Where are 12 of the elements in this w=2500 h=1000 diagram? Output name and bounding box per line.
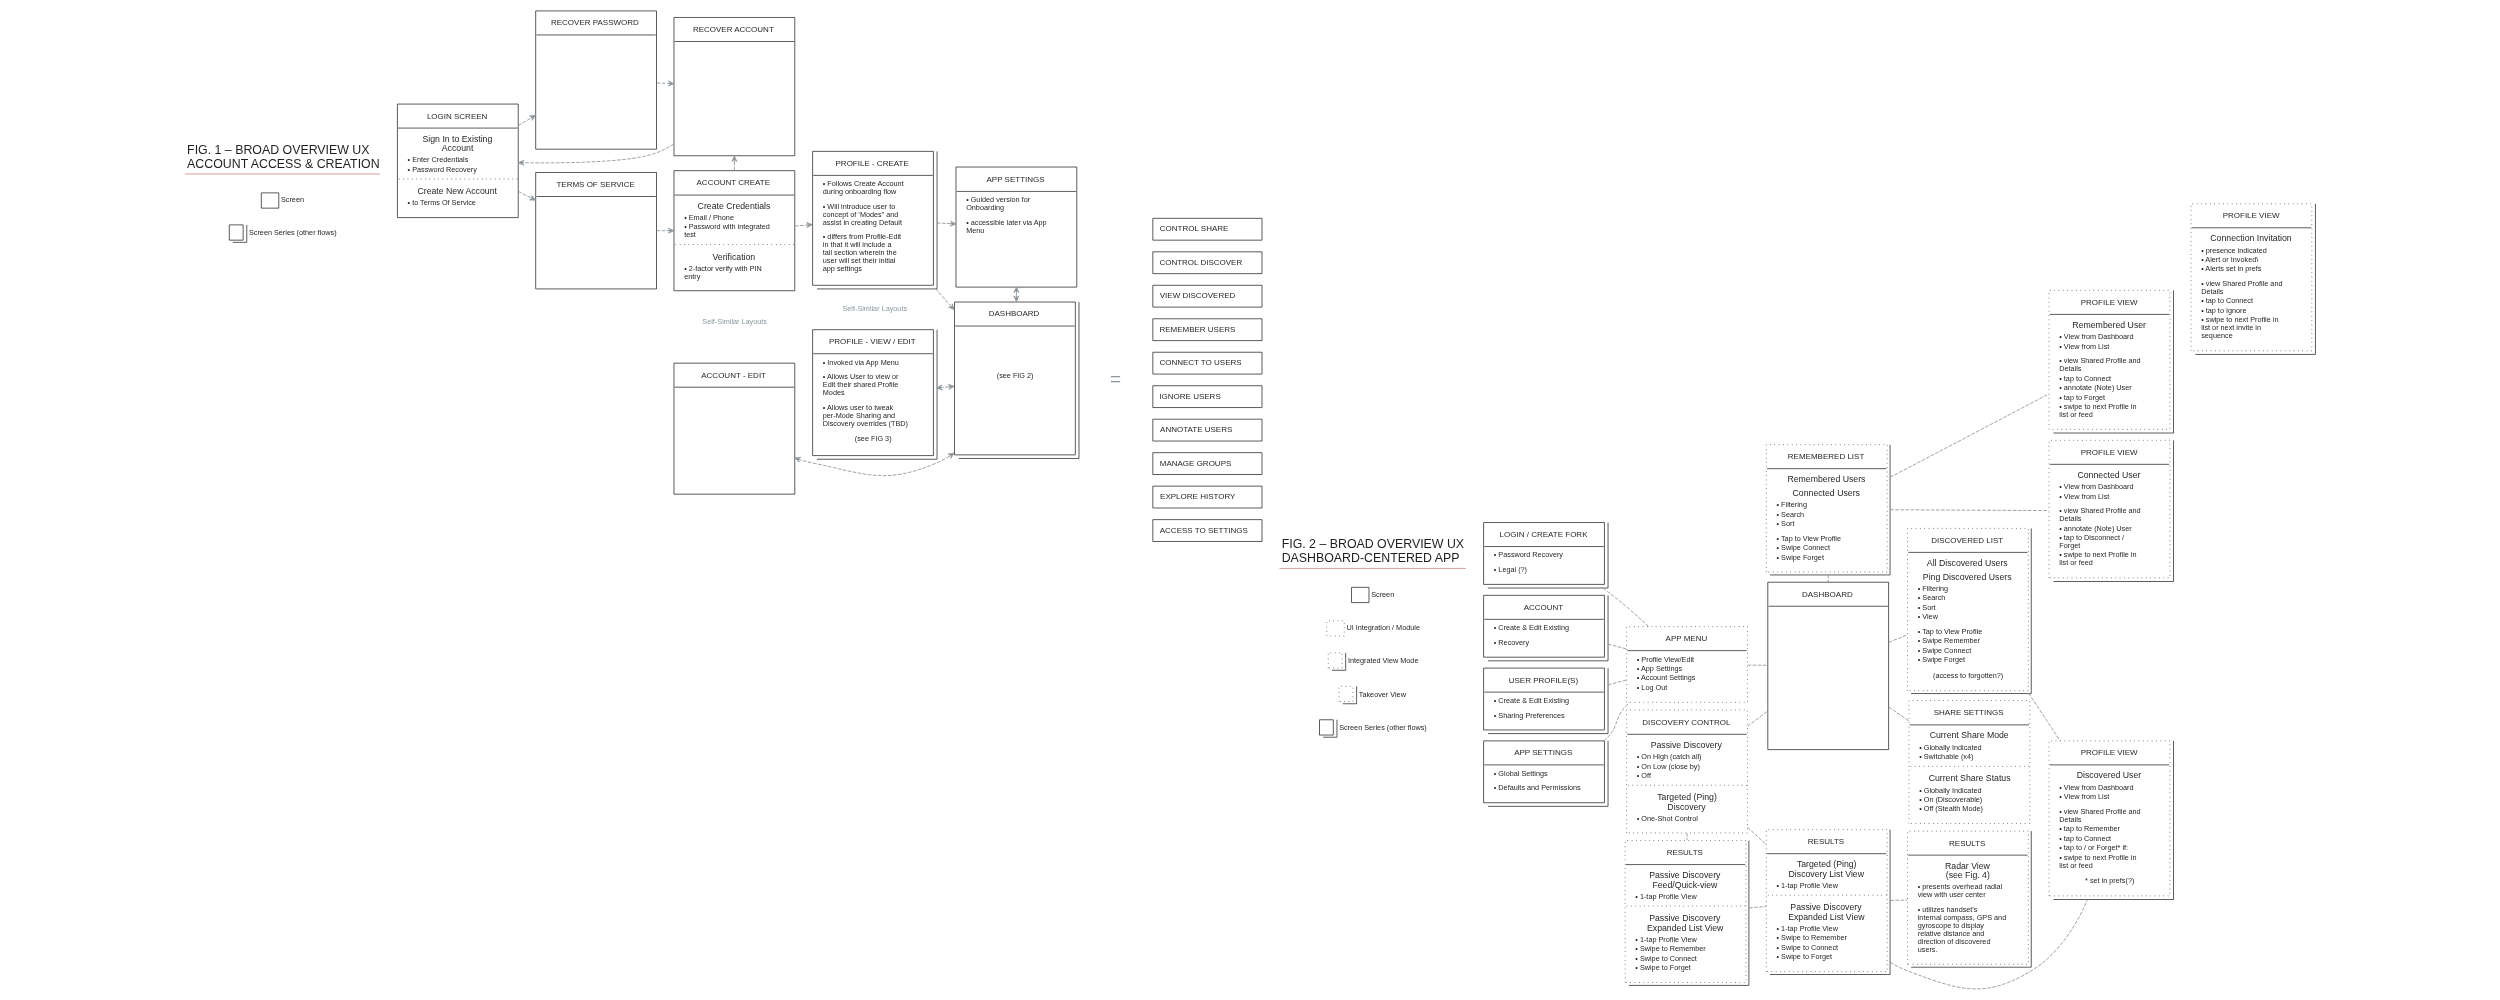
legend-label: Screen Series (other flows)	[248, 228, 337, 238]
label: =	[1109, 367, 1121, 389]
legend-label: Takeover View	[1358, 689, 1406, 699]
legend-label: Screen	[1371, 589, 1395, 599]
label: FIG. 2 – BROAD OVERVIEW UX DASHBOARD-CENTERED APP	[1281, 537, 1465, 566]
legend-label: Integrated View Mode	[1347, 656, 1419, 666]
label: Self-Similar Layouts	[702, 316, 767, 326]
legend-label: Screen Series (other flows)	[1339, 723, 1427, 733]
label: FIG. 1 – BROAD OVERVIEW UX ACCOUNT ACCESS & CREATION	[187, 143, 380, 171]
label: Self-Similar Layouts	[842, 304, 908, 314]
legend-label: Screen	[280, 195, 305, 205]
legend-label: UI Integration / Module	[1346, 623, 1420, 633]
